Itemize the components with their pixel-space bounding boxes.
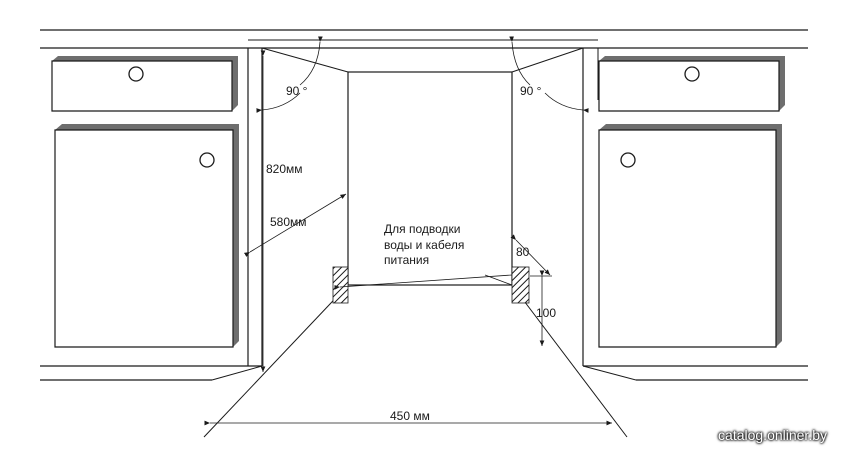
dimension-100-marker	[530, 270, 552, 346]
dimension-80-marker	[510, 234, 551, 276]
width-label: 450 мм	[390, 409, 430, 423]
height-label: 820мм	[266, 162, 303, 176]
left-drawer-knob	[128, 66, 144, 82]
depth-label: 580мм	[270, 215, 307, 229]
left-door-panel	[54, 124, 239, 348]
niche-perspective	[203, 47, 637, 438]
note-line-3: питания	[384, 253, 429, 267]
right-cabinet-side	[582, 48, 599, 366]
note-line-1: Для подводки	[384, 222, 460, 236]
right-drawer-panel	[598, 56, 785, 112]
note-line-2: воды и кабеля	[384, 238, 464, 252]
angle-right-label: 90 °	[520, 84, 542, 98]
dimension-80-label: 80	[516, 245, 530, 259]
left-cabinet-side	[247, 47, 263, 366]
supply-line-marker	[334, 274, 513, 290]
angle-right-marker	[509, 36, 589, 113]
right-drawer-knob	[684, 66, 700, 82]
angle-left-label: 90 °	[286, 84, 308, 98]
left-hatch-block	[332, 266, 349, 304]
plinth	[40, 365, 808, 381]
dimension-100-label: 100	[536, 306, 556, 320]
right-hatch-block	[511, 266, 530, 304]
depth-dimension	[243, 193, 347, 257]
countertop	[40, 29, 808, 49]
watermark: catalog.onliner.by	[718, 427, 827, 443]
right-door-panel	[598, 124, 782, 348]
left-drawer-panel	[51, 56, 238, 112]
left-door-knob	[199, 152, 215, 168]
angle-left-marker	[256, 36, 323, 113]
right-door-knob	[620, 152, 636, 168]
